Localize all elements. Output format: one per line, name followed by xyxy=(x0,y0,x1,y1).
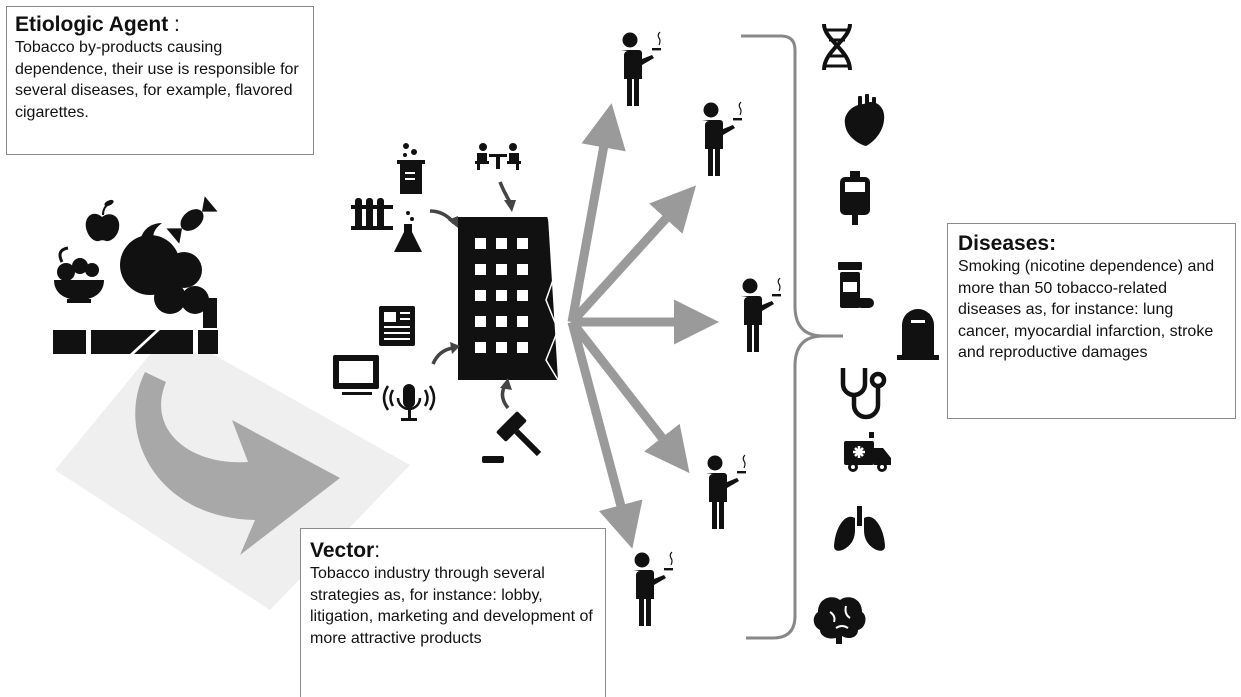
industry-building-icon xyxy=(458,216,561,381)
heart-icon xyxy=(844,94,885,146)
newspaper-icon xyxy=(379,306,415,346)
arrow-to-smoker-5 xyxy=(567,320,643,549)
ambulance-icon xyxy=(844,432,891,472)
microphone-icon xyxy=(382,384,436,421)
vector-title-suffix: : xyxy=(374,539,381,562)
etiologic-agent-title: Etiologic Agent xyxy=(15,13,169,36)
smoker-icon xyxy=(701,101,743,177)
disease-icons xyxy=(813,23,939,644)
smoker-icon xyxy=(620,31,662,107)
vector-title: Vector xyxy=(310,539,375,562)
vector-text: Tobacco industry through several strateg… xyxy=(310,565,593,647)
gavel-icon xyxy=(482,411,542,463)
tombstone-icon xyxy=(897,309,939,360)
cigarette-icon xyxy=(53,330,218,354)
fruit-bowl-icon xyxy=(54,246,104,303)
meeting-icon xyxy=(475,143,521,170)
diseases-box: Diseases: Smoking (nicotine dependence) … xyxy=(947,223,1236,419)
smokers xyxy=(620,31,782,627)
agent-icons xyxy=(53,196,218,354)
radiating-arrows xyxy=(567,103,719,549)
stethoscope-icon xyxy=(840,368,887,420)
apple-icon xyxy=(85,199,120,242)
brain-icon xyxy=(813,597,866,644)
vector-box: Vector: Tobacco industry through several… xyxy=(300,528,606,697)
etiologic-agent-text: Tobacco by-products causing dependence, … xyxy=(15,39,299,121)
etiologic-agent-box: Etiologic Agent : Tobacco by-products ca… xyxy=(6,6,314,155)
arrow-to-smoker-4 xyxy=(568,319,690,474)
curved-arrow xyxy=(135,372,340,555)
vector-icons xyxy=(333,143,542,463)
smoke-icon xyxy=(120,223,217,328)
diseases-text: Smoking (nicotine dependence) and more t… xyxy=(958,258,1215,361)
diseases-title: Diseases: xyxy=(958,232,1057,255)
arrow-to-smoker-1 xyxy=(567,103,626,323)
bracket xyxy=(741,34,843,640)
dna-icon xyxy=(822,23,852,71)
lab-beaker-icon xyxy=(397,143,425,194)
test-tubes-icon xyxy=(351,198,393,230)
arrow-to-smoker-2 xyxy=(568,185,697,326)
tv-icon xyxy=(333,355,379,395)
smoker-icon xyxy=(740,277,782,353)
candy-icon xyxy=(166,196,218,244)
pill-bottle-icon xyxy=(838,262,874,308)
lungs-icon xyxy=(834,506,885,551)
flask-icon xyxy=(394,211,422,252)
smoker-icon xyxy=(705,454,747,530)
smoker-icon xyxy=(632,551,674,627)
etiologic-agent-title-suffix: : xyxy=(168,13,180,36)
blood-bag-icon xyxy=(840,171,870,225)
